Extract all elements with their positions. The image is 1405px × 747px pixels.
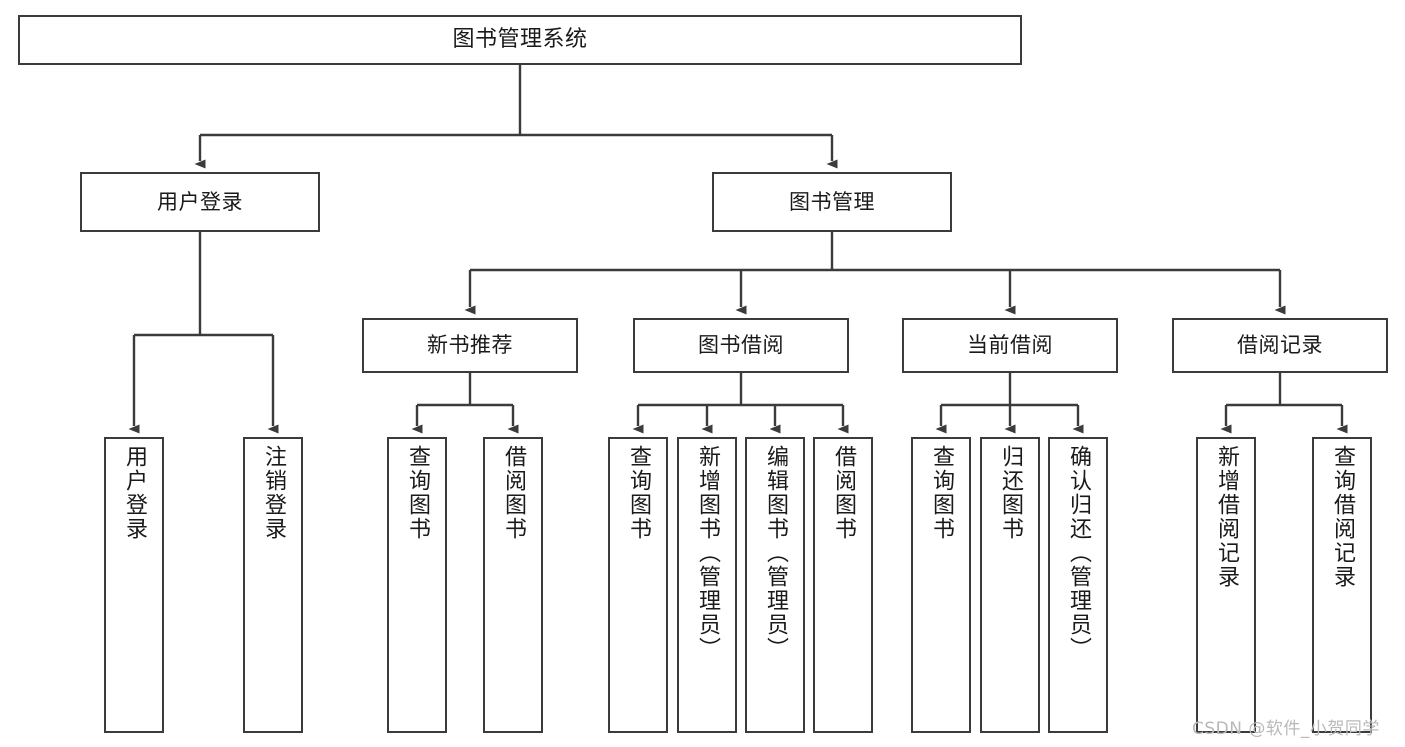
node-current-borrow-label: 当前借阅 — [967, 333, 1053, 358]
node-leaf-confirm-return[interactable]: 确认归还（管理员） — [1048, 437, 1108, 733]
node-leaf-query-book-2-label: 查询图书 — [626, 445, 651, 541]
node-user-login-label: 用户登录 — [157, 189, 243, 214]
node-leaf-borrow-book-1-label: 借阅图书 — [501, 445, 526, 541]
node-current-borrow[interactable]: 当前借阅 — [902, 318, 1118, 373]
node-new-book-recommend-label: 新书推荐 — [427, 333, 513, 358]
node-leaf-query-book-2[interactable]: 查询图书 — [608, 437, 668, 733]
node-book-borrow[interactable]: 图书借阅 — [633, 318, 849, 373]
node-leaf-query-book-3-label: 查询图书 — [929, 445, 954, 541]
node-leaf-edit-book[interactable]: 编辑图书（管理员） — [745, 437, 805, 733]
node-borrow-record-label: 借阅记录 — [1237, 333, 1323, 358]
node-root[interactable]: 图书管理系统 — [18, 15, 1022, 65]
node-user-login[interactable]: 用户登录 — [80, 172, 320, 232]
node-leaf-add-book-label: 新增图书（管理员） — [695, 445, 720, 661]
node-leaf-query-book-1-label: 查询图书 — [405, 445, 430, 541]
node-leaf-user-login[interactable]: 用户登录 — [104, 437, 164, 733]
node-new-book-recommend[interactable]: 新书推荐 — [362, 318, 578, 373]
node-leaf-query-book-3[interactable]: 查询图书 — [911, 437, 971, 733]
node-leaf-query-record-label: 查询借阅记录 — [1330, 445, 1355, 589]
node-leaf-add-record-label: 新增借阅记录 — [1214, 445, 1239, 589]
node-leaf-query-book-1[interactable]: 查询图书 — [387, 437, 447, 733]
node-leaf-query-record[interactable]: 查询借阅记录 — [1312, 437, 1372, 733]
node-leaf-logout[interactable]: 注销登录 — [243, 437, 303, 733]
node-leaf-borrow-book-2-label: 借阅图书 — [831, 445, 856, 541]
node-leaf-return-book-label: 归还图书 — [998, 445, 1023, 541]
node-leaf-add-record[interactable]: 新增借阅记录 — [1196, 437, 1256, 733]
node-root-label: 图书管理系统 — [452, 27, 588, 53]
node-leaf-borrow-book-2[interactable]: 借阅图书 — [813, 437, 873, 733]
node-book-manage[interactable]: 图书管理 — [712, 172, 952, 232]
node-book-borrow-label: 图书借阅 — [698, 333, 784, 358]
node-leaf-confirm-return-label: 确认归还（管理员） — [1066, 445, 1091, 661]
node-borrow-record[interactable]: 借阅记录 — [1172, 318, 1388, 373]
node-leaf-add-book[interactable]: 新增图书（管理员） — [677, 437, 737, 733]
node-leaf-logout-label: 注销登录 — [261, 445, 286, 541]
node-leaf-user-login-label: 用户登录 — [122, 445, 147, 541]
node-leaf-edit-book-label: 编辑图书（管理员） — [763, 445, 788, 661]
node-leaf-return-book[interactable]: 归还图书 — [980, 437, 1040, 733]
csdn-watermark: CSDN @软件_小贺同学 — [1192, 719, 1380, 739]
node-leaf-borrow-book-1[interactable]: 借阅图书 — [483, 437, 543, 733]
node-book-manage-label: 图书管理 — [789, 189, 875, 214]
